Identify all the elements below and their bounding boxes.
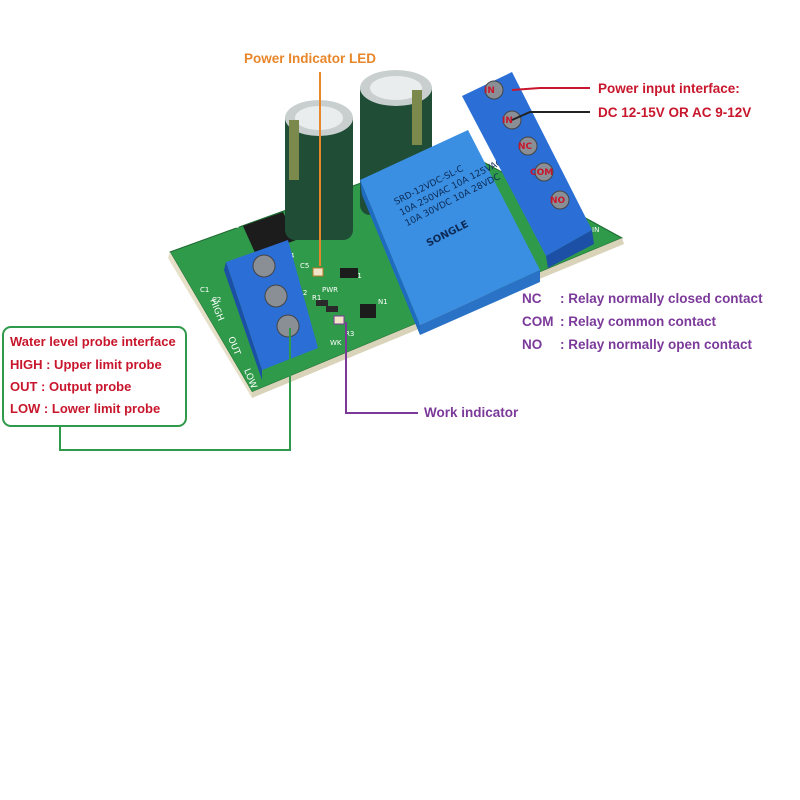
silk-r1: R1 — [312, 294, 321, 302]
silk-c6: C6 — [230, 222, 240, 230]
silk-n1: N1 — [378, 298, 388, 306]
transistor — [340, 268, 358, 278]
legend-desc-no: : Relay normally open contact — [560, 337, 753, 352]
term-com: COM — [530, 168, 553, 178]
pcb-edge — [168, 252, 252, 398]
legend-code-no: NO — [522, 337, 543, 352]
legend-desc-nc: : Relay normally closed contact — [560, 291, 763, 306]
probe-box-out: OUT : Output probe — [10, 379, 132, 394]
silk-r3: R3 — [345, 330, 354, 338]
power-spec-leader — [511, 111, 590, 121]
probe-box-high: HIGH : Upper limit probe — [10, 357, 162, 372]
power-terminal-block: IN IN NC COM NO — [462, 72, 594, 268]
probe-terminal-block: HIGH OUT LOW — [207, 240, 318, 390]
term-in-1: IN — [484, 86, 495, 96]
probe-box-leader — [59, 328, 291, 451]
resistor-1 — [316, 300, 328, 306]
probe-box-low: LOW : Lower limit probe — [10, 401, 161, 416]
legend-desc-com: : Relay common contact — [560, 314, 717, 329]
resistor-2 — [326, 306, 338, 312]
power-led — [312, 267, 324, 277]
probe-box-title: Water level probe interface — [10, 334, 176, 349]
silk-c2: C2 — [212, 296, 221, 304]
probe-interface-box — [2, 326, 187, 427]
work-indicator-label: Work indicator — [424, 405, 519, 420]
silk-wk: WK — [330, 339, 342, 347]
silk-c5: C5 — [300, 262, 309, 270]
term-in-2: IN — [502, 116, 513, 126]
power-input-leader — [511, 87, 590, 91]
silk-pwr: PWR — [322, 286, 338, 294]
power-led-label: Power Indicator LED — [244, 51, 377, 66]
power-input-spec: DC 12-15V OR AC 9-12V — [598, 105, 752, 120]
work-indicator-leader — [345, 322, 418, 414]
power-input-title: Power input interface: — [598, 81, 740, 96]
relay: SRD-12VDC-SL-C 10A 250VAC 10A 125VAC 10A… — [360, 130, 540, 335]
diode — [360, 304, 376, 318]
legend-code-com: COM — [522, 314, 554, 329]
term-nc: NC — [518, 142, 533, 152]
legend-code-nc: NC — [522, 291, 542, 306]
power-screws — [484, 80, 570, 210]
silk-c1: C1 — [200, 286, 209, 294]
term-no: NO — [550, 196, 566, 206]
work-led — [333, 315, 345, 325]
silk-in: IN — [592, 226, 599, 234]
